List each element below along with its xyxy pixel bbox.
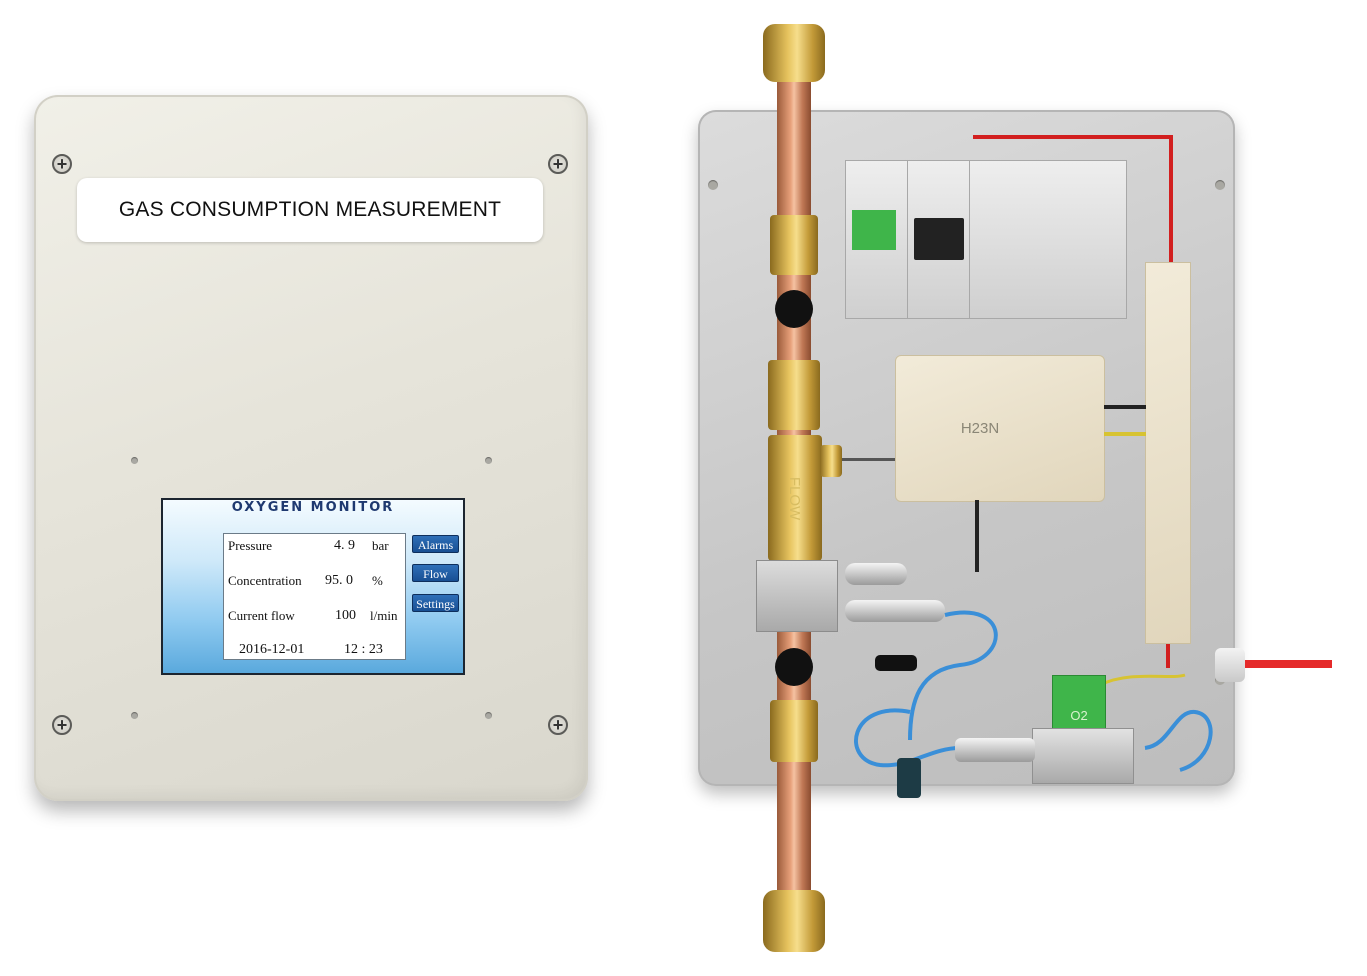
controller-label: H23N bbox=[960, 420, 1000, 437]
mount-hole bbox=[131, 712, 138, 719]
ball-valve-icon[interactable] bbox=[775, 648, 813, 686]
reading-label: Concentration bbox=[228, 573, 302, 588]
flow-meter-port bbox=[820, 445, 842, 477]
date-display: 2016-12-01 bbox=[239, 642, 305, 657]
cabinet-label: GAS CONSUMPTION MEASUREMENT bbox=[118, 198, 502, 221]
mount-hole bbox=[708, 180, 718, 190]
pipe-coupling bbox=[768, 360, 820, 430]
reading-row-pressure: Pressure 4. 9 bar bbox=[228, 538, 404, 556]
signal-cable bbox=[1104, 405, 1146, 409]
reading-unit: l/min bbox=[370, 608, 398, 623]
pipe-coupling bbox=[770, 700, 818, 762]
readings-panel: Pressure 4. 9 bar Concentration 95. 0 % … bbox=[223, 533, 406, 660]
pipe-coupling bbox=[770, 215, 818, 275]
touch-screen-frame: OXYGEN MONITOR Pressure 4. 9 bar Concent… bbox=[161, 498, 465, 675]
pipe-fitting-bottom bbox=[763, 890, 825, 952]
sensor-block bbox=[1032, 728, 1134, 784]
touch-screen: OXYGEN MONITOR Pressure 4. 9 bar Concent… bbox=[163, 500, 463, 673]
reading-value: 95. 0 bbox=[325, 573, 353, 588]
sensor-label: O2 bbox=[1070, 707, 1088, 723]
screw-icon: + bbox=[52, 715, 72, 735]
tube-fitting bbox=[955, 738, 1035, 762]
screw-icon: + bbox=[548, 715, 568, 735]
power-wire bbox=[973, 135, 1173, 139]
reading-label: Pressure bbox=[228, 538, 273, 553]
mount-hole bbox=[485, 457, 492, 464]
mount-hole bbox=[485, 712, 492, 719]
terminal-strip bbox=[1145, 262, 1191, 644]
power-wire bbox=[1169, 135, 1173, 265]
ball-valve-icon[interactable] bbox=[775, 290, 813, 328]
signal-cable bbox=[1104, 432, 1146, 436]
cabinet-label-plate: GAS CONSUMPTION MEASUREMENT bbox=[77, 178, 543, 242]
reading-value: 100 bbox=[335, 608, 356, 623]
exhaust-fitting bbox=[897, 758, 921, 798]
datetime-row: 2016-12-01 12 : 23 bbox=[228, 642, 404, 660]
screw-icon: + bbox=[52, 154, 72, 174]
cable-gland bbox=[1215, 648, 1245, 682]
monitor-cabinet: + + + + GAS CONSUMPTION MEASUREMENT OXYG… bbox=[34, 95, 588, 801]
mount-hole bbox=[1215, 180, 1225, 190]
flow-button[interactable]: Flow bbox=[412, 564, 459, 582]
external-cable bbox=[1240, 660, 1332, 668]
manifold-block bbox=[756, 560, 838, 632]
terminal-block-green bbox=[852, 210, 896, 250]
reading-row-concentration: Concentration 95. 0 % bbox=[228, 573, 404, 591]
pipe-fitting-top bbox=[763, 24, 825, 82]
power-wire bbox=[1166, 640, 1170, 668]
reading-value: 4. 9 bbox=[334, 538, 355, 553]
signal-cable bbox=[842, 458, 898, 461]
reading-unit: % bbox=[372, 573, 383, 588]
needle-valve-icon[interactable] bbox=[875, 655, 917, 671]
reading-unit: bar bbox=[372, 538, 389, 553]
screen-title: OXYGEN MONITOR bbox=[231, 500, 395, 515]
power-supply-module bbox=[969, 160, 1127, 319]
time-display: 12 : 23 bbox=[344, 642, 383, 657]
controller-box: H23N bbox=[895, 355, 1105, 502]
pressure-sensor bbox=[845, 600, 945, 622]
mount-hole bbox=[131, 457, 138, 464]
reading-label: Current flow bbox=[228, 608, 295, 623]
settings-button[interactable]: Settings bbox=[412, 594, 459, 612]
signal-cable bbox=[975, 500, 979, 572]
reading-row-current-flow: Current flow 100 l/min bbox=[228, 608, 404, 626]
flow-meter: FLOW bbox=[768, 435, 822, 561]
screw-icon: + bbox=[548, 154, 568, 174]
pressure-sensor bbox=[845, 563, 907, 585]
alarms-button[interactable]: Alarms bbox=[412, 535, 459, 553]
breaker-switch[interactable] bbox=[914, 218, 964, 260]
